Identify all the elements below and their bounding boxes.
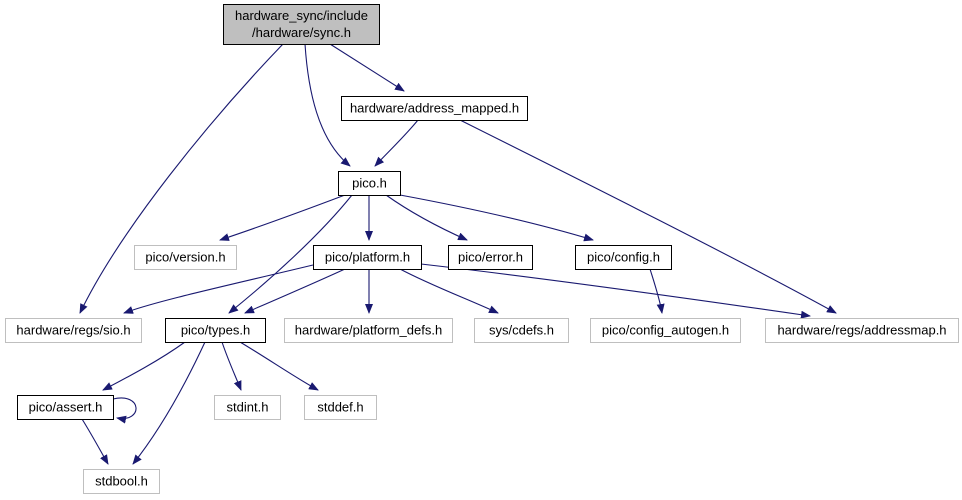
node-box (590, 318, 741, 343)
edge-assert_h-to-stdbool_h (81, 418, 109, 465)
node-addressmap-h: hardware/regs/addressmap.h (765, 318, 959, 343)
node-box (575, 245, 672, 270)
edge-platform_h-to-cdefs_h (399, 268, 499, 314)
node-stddef-h: stddef.h (304, 395, 377, 420)
node-regs-sio-h: hardware/regs/sio.h (5, 318, 142, 343)
node-box (5, 318, 142, 343)
node-sync-h[interactable]: hardware_sync/include/hardware/sync.h (223, 4, 380, 45)
node-label: hardware_sync/include (235, 8, 368, 23)
nodes-layer: hardware_sync/include/hardware/sync.hhar… (5, 4, 959, 494)
node-address-mapped-h[interactable]: hardware/address_mapped.h (341, 96, 528, 121)
edge-pico_h-to-types_h (228, 194, 353, 314)
node-box (338, 171, 401, 196)
edge-sync_h-to-pico_h (304, 43, 351, 167)
node-version-h: pico/version.h (134, 245, 237, 270)
node-box (134, 245, 237, 270)
edge-types_h-to-assert_h (102, 341, 186, 391)
node-pico-h[interactable]: pico.h (338, 171, 401, 196)
node-config-autogen-h: pico/config_autogen.h (590, 318, 741, 343)
node-assert-h[interactable]: pico/assert.h (17, 395, 114, 420)
node-box (284, 318, 453, 343)
node-label: stdint.h (227, 400, 269, 415)
edge-sync_h-to-regs_sio_h (79, 43, 284, 314)
node-label: hardware/regs/sio.h (16, 323, 130, 338)
edge-sync_h-to-address_mapped_h (329, 43, 405, 92)
node-platform-defs-h: hardware/platform_defs.h (284, 318, 453, 343)
node-box (223, 4, 380, 45)
node-box (304, 395, 377, 420)
node-platform-h[interactable]: pico/platform.h (313, 245, 422, 270)
edge-types_h-to-stdint_h (221, 341, 242, 391)
node-stdbool-h: stdbool.h (83, 469, 160, 494)
edge-types_h-to-stdbool_h (132, 341, 206, 465)
edge-pico_h-to-version_h (219, 194, 346, 241)
edge-pico_h-to-error_h (385, 194, 468, 241)
node-box (165, 318, 266, 343)
node-box (448, 245, 533, 270)
node-label: hardware/regs/addressmap.h (777, 323, 946, 338)
node-box (341, 96, 528, 121)
node-label: pico/platform.h (325, 250, 410, 265)
node-error-h[interactable]: pico/error.h (448, 245, 533, 270)
edge-platform_h-to-addressmap_h (420, 263, 811, 319)
node-box (214, 395, 281, 420)
edge-platform_h-to-types_h (244, 268, 346, 314)
node-box (474, 318, 569, 343)
node-label: pico/config_autogen.h (602, 323, 729, 338)
edge-address_mapped_h-to-pico_h (374, 119, 419, 167)
node-box (765, 318, 959, 343)
node-box (313, 245, 422, 270)
node-types-h[interactable]: pico/types.h (165, 318, 266, 343)
node-label: hardware/address_mapped.h (350, 101, 519, 116)
node-label: sys/cdefs.h (489, 323, 554, 338)
node-box (17, 395, 114, 420)
node-label: stddef.h (317, 400, 363, 415)
node-label: pico/version.h (145, 250, 225, 265)
node-stdint-h: stdint.h (214, 395, 281, 420)
node-label: hardware/platform_defs.h (295, 323, 442, 338)
edge-address_mapped_h-to-addressmap_h (459, 119, 837, 314)
node-label: pico.h (352, 176, 387, 191)
node-label: stdbool.h (95, 474, 148, 489)
node-label: /hardware/sync.h (252, 25, 351, 40)
edge-platform_h-to-regs_sio_h (123, 264, 314, 314)
node-box (83, 469, 160, 494)
node-label: pico/assert.h (29, 400, 103, 415)
node-label: pico/config.h (587, 250, 660, 265)
node-label: pico/error.h (458, 250, 523, 265)
edge-pico_h-to-config_h (399, 194, 594, 242)
edge-assert_h-to-assert_h (112, 397, 137, 424)
node-label: pico/types.h (181, 323, 250, 338)
edge-config_h-to-config_autogen_h (649, 268, 665, 314)
edge-types_h-to-stddef_h (239, 341, 319, 391)
node-config-h[interactable]: pico/config.h (575, 245, 672, 270)
edges-layer (79, 43, 837, 465)
node-cdefs-h: sys/cdefs.h (474, 318, 569, 343)
